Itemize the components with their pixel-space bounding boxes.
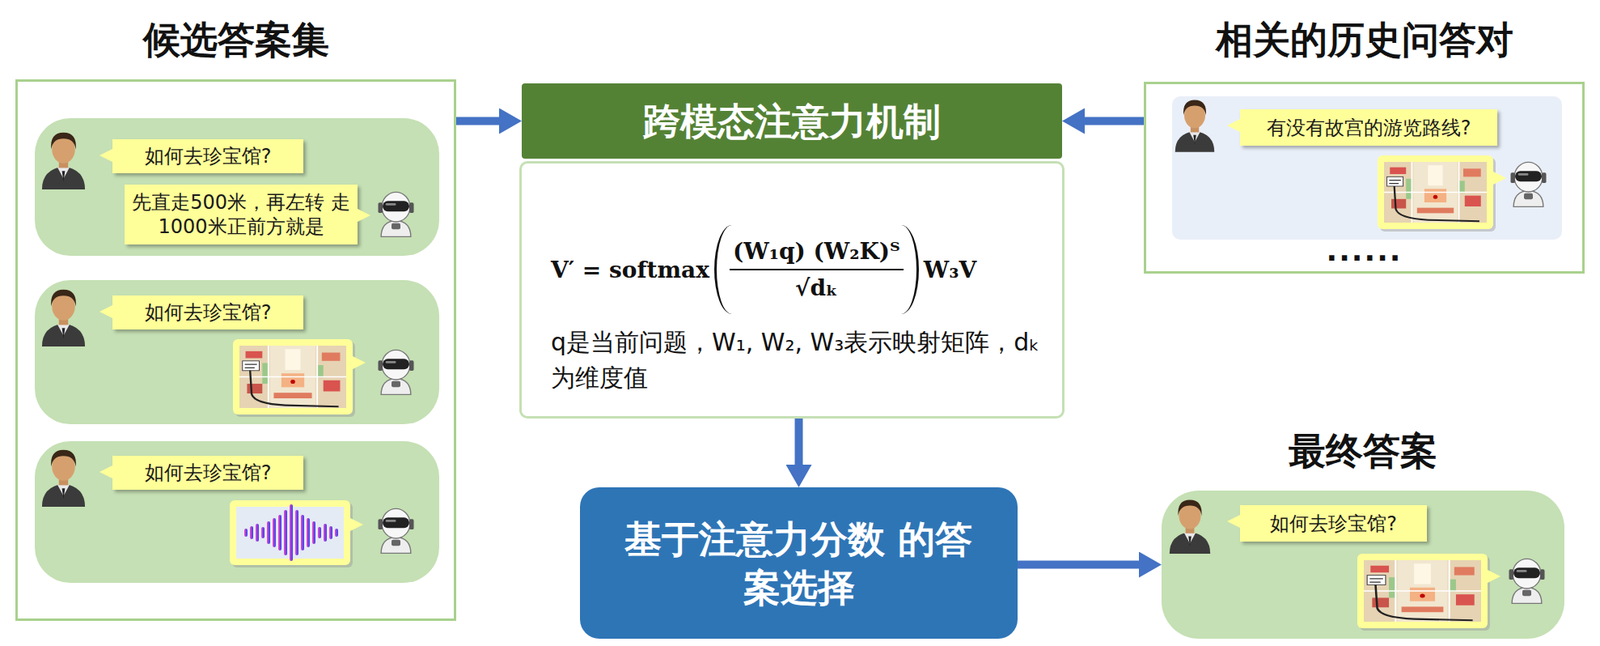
- formula-box: V′ = softmax(W₁q) (W₂K)ᵀ√dₖW₃Vq是当前问题，W₁,…: [519, 160, 1065, 419]
- audio-bubble-part-part: [289, 503, 293, 561]
- speech-bubble: 先直走500米，再左转 走1000米正前方就是: [124, 184, 358, 245]
- user-avatar: [42, 449, 85, 507]
- image-bubble-part: [1377, 155, 1494, 229]
- user-avatar: [42, 132, 85, 190]
- audio-bubble-part-part: [306, 517, 310, 547]
- process-box: 基于注意力分数 的答案选择: [579, 486, 1018, 639]
- group-heading: 相关的历史问答对: [1146, 15, 1583, 64]
- formula-row: V′ = softmax(W₁q) (W₂K)ᵀ√dₖW₃V: [550, 224, 977, 314]
- chat-panel: 有没有故宫的游览路线?: [1172, 96, 1562, 240]
- image-bubble-part: [1359, 555, 1490, 631]
- flow-arrow: [1084, 117, 1144, 126]
- audio-bubble-part-part: [317, 526, 322, 538]
- speech-bubble: 有没有故宫的游览路线?: [1240, 109, 1498, 146]
- speech-bubble: 如何去珍宝馆?: [1240, 504, 1427, 542]
- bubble-text: 如何去珍宝馆?: [144, 460, 272, 485]
- audio-bubble-part-part: [323, 523, 327, 542]
- audio-bubble-part-part: [300, 514, 305, 551]
- audio-bubble-part-part: [255, 523, 259, 542]
- image-bubble-part: [1363, 559, 1482, 622]
- image-bubble-part: [239, 345, 347, 408]
- image-bubble: [1377, 155, 1507, 232]
- audio-bubble-part: [350, 517, 364, 531]
- audio-bubble-part-part: [272, 517, 276, 547]
- speech-bubble: 如何去珍宝馆?: [112, 295, 304, 330]
- bubble-text: 有没有故宫的游览路线?: [1266, 115, 1472, 140]
- flow-arrow: [1017, 560, 1139, 569]
- image-bubble-part: [1384, 161, 1487, 223]
- image-bubble-part: [232, 338, 353, 415]
- audio-bubble-part-part: [244, 528, 248, 537]
- audio-bubble-part-part: [312, 520, 316, 544]
- audio-bubble-part: [244, 503, 339, 561]
- speech-bubble: 如何去珍宝馆?: [112, 455, 304, 490]
- audio-bubble-part-part: [329, 525, 333, 539]
- robot-avatar: [378, 507, 415, 553]
- box-label: 跨模态注意力机制: [643, 97, 941, 146]
- audio-bubble-part-part: [295, 509, 299, 555]
- audio-bubble-part-part: [334, 528, 339, 537]
- user-avatar: [1169, 499, 1211, 554]
- bubble-text: 如何去珍宝馆?: [144, 143, 272, 169]
- audio-bubble-part-part: [261, 526, 265, 538]
- image-bubble-part: [1379, 157, 1496, 232]
- image-bubble: [1357, 553, 1501, 631]
- image-bubble-part: [1487, 569, 1501, 583]
- answer-panel: 最终答案如何去珍宝馆?: [1161, 490, 1565, 639]
- bubble-text: 先直走500米，再左转 走1000米正前方就是: [131, 190, 352, 239]
- chat-panel: 如何去珍宝馆? 先直走500米，再左转 走1000米正前方就是: [34, 118, 440, 256]
- audio-bubble-part-part: [283, 509, 288, 555]
- robot-avatar: [1511, 161, 1547, 207]
- user-avatar: [42, 289, 85, 347]
- robot-avatar: [378, 191, 415, 237]
- image-bubble: [232, 338, 366, 417]
- ellipsis-mark: ......: [1146, 234, 1583, 267]
- group-heading: 候选答案集: [17, 15, 454, 64]
- image-bubble-part: [352, 355, 366, 369]
- image-bubble-part: [1493, 171, 1507, 185]
- header-box: 跨模态注意力机制: [521, 83, 1063, 159]
- formula-denominator: √dₖ: [795, 270, 839, 301]
- group-box: 相关的历史问答对......有没有故宫的游览路线?: [1143, 81, 1585, 274]
- audio-bubble: [229, 499, 364, 568]
- formula-description: q是当前问题，W₁, W₂, W₃表示映射矩阵，dₖ为维度值: [550, 324, 1053, 396]
- image-bubble-part: [235, 341, 356, 417]
- formula-text: W₃V: [923, 256, 977, 284]
- audio-bubble-part-part: [278, 514, 282, 551]
- chat-panel: 如何去珍宝馆?: [34, 279, 440, 424]
- formula-numerator: (W₁q) (W₂K)ᵀ: [729, 237, 904, 271]
- audio-bubble-part-part: [249, 525, 254, 539]
- group-heading: 最终答案: [1161, 426, 1565, 475]
- chat-panel: 如何去珍宝馆?: [34, 440, 440, 583]
- flow-arrow: [795, 418, 804, 465]
- audio-bubble-part-part: [266, 520, 271, 544]
- audio-bubble-part: [232, 502, 353, 568]
- robot-avatar: [378, 349, 415, 394]
- formula-fraction: (W₁q) (W₂K)ᵀ√dₖ: [714, 224, 919, 314]
- robot-avatar: [1509, 558, 1545, 603]
- flow-arrow: [456, 117, 500, 126]
- speech-bubble: 如何去珍宝馆?: [112, 139, 304, 174]
- bubble-text: 如何去珍宝馆?: [144, 300, 272, 325]
- bubble-text: 如何去珍宝馆?: [1269, 511, 1397, 536]
- image-bubble-part: [1357, 553, 1488, 628]
- formula-text: V′ = softmax: [550, 256, 710, 284]
- audio-bubble-part: [236, 506, 344, 559]
- audio-bubble-part: [229, 499, 351, 565]
- box-label: 基于注意力分数 的答案选择: [612, 514, 986, 612]
- user-avatar: [1175, 100, 1215, 153]
- group-box: 候选答案集如何去珍宝馆?先直走500米，再左转 走1000米正前方就是如何去珍宝…: [15, 79, 457, 621]
